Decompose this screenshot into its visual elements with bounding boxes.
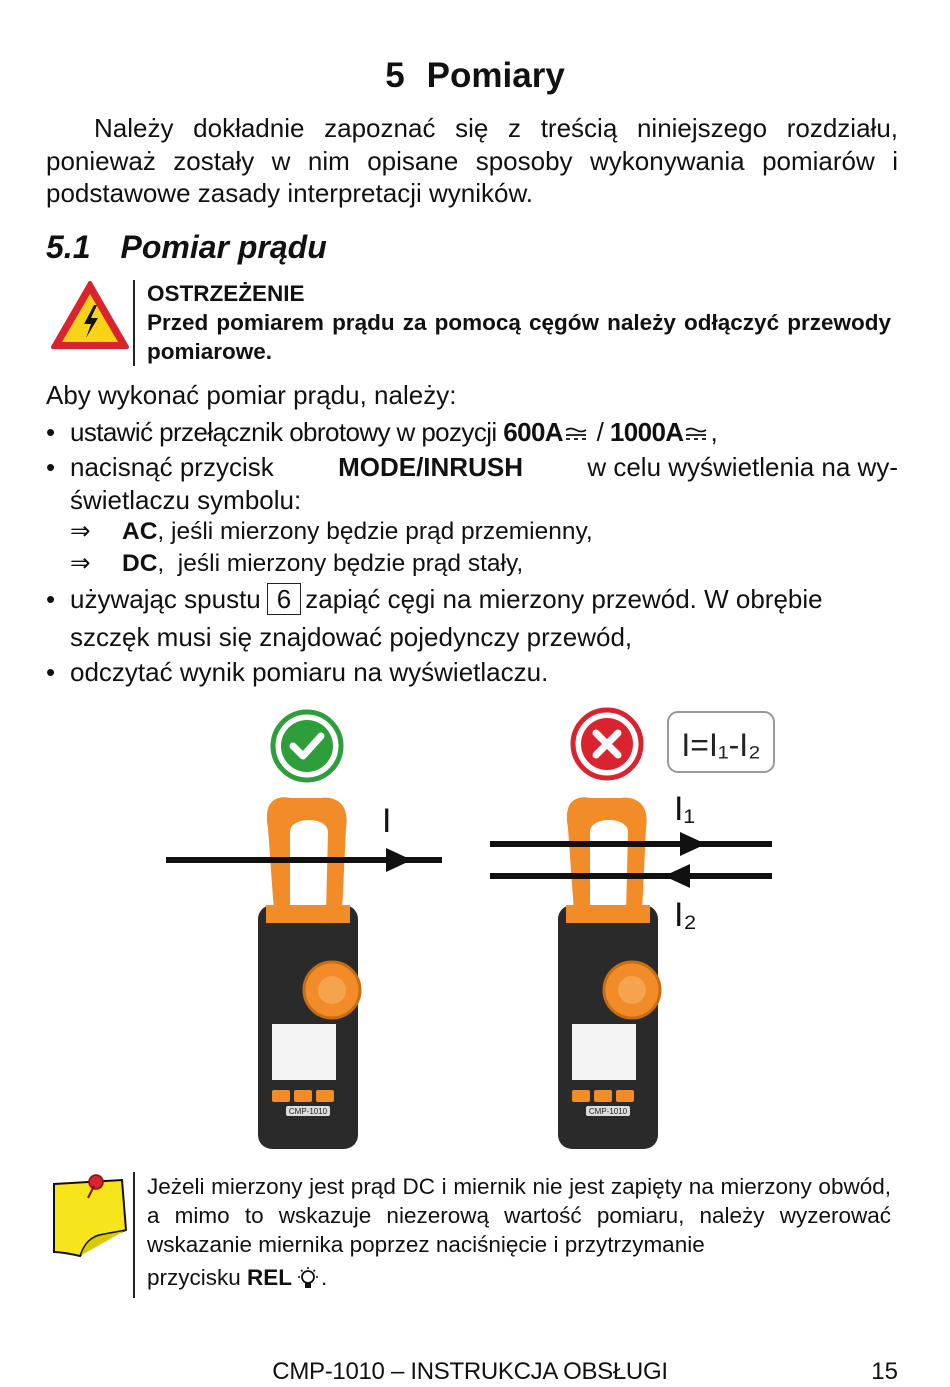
- intro-paragraph-text: Należy dokładnie zapoznać się z treścią …: [46, 113, 898, 208]
- warning-divider: [133, 280, 135, 366]
- dc-label: DC: [122, 550, 158, 577]
- step-text: zapiąć cęgi na mierzony przewód. W obręb…: [305, 584, 823, 614]
- step-text: odczytać wynik pomiaru na wyświetlaczu.: [70, 657, 549, 687]
- check-circle-icon: [270, 709, 344, 783]
- ac-dc-icon: [565, 427, 587, 441]
- section-number: 5.1: [46, 229, 91, 265]
- arrow-icon: ⇒: [70, 550, 91, 577]
- trigger-key-6: 6: [266, 583, 302, 615]
- step-text: w celu wyświetlenia na wy-: [587, 452, 898, 482]
- warning-text: Przed pomiarem prądu za pomocą cęgów nal…: [147, 310, 891, 364]
- current-label: I: [382, 802, 391, 840]
- clamp-meter-incorrect: CMP-1010: [558, 797, 662, 1149]
- chapter-number: 5: [385, 56, 405, 95]
- note-text: .: [321, 1265, 328, 1290]
- current1-label: I₁: [674, 790, 695, 828]
- step-text: ustawić przełącznik obrotowy w pozycji: [70, 417, 497, 447]
- warning-block: OSTRZEŻENIE Przed pomiarem prądu za pomo…: [147, 279, 891, 366]
- note-text: Jeżeli mierzony jest prąd DC i miernik n…: [147, 1174, 891, 1257]
- chapter-title-text: Pomiary: [426, 56, 565, 95]
- pinned-note-icon: [53, 1174, 128, 1258]
- range-separator: /: [596, 417, 604, 447]
- section-title-text: Pomiar prądu: [120, 229, 327, 265]
- step-suffix: ,: [710, 417, 718, 447]
- page-number: 15: [871, 1358, 898, 1385]
- cross-circle-icon: [570, 707, 644, 781]
- note-text: przycisku: [147, 1265, 241, 1290]
- intro-paragraph: Należy dokładnie zapoznać się z treścią …: [46, 112, 898, 210]
- step-text: świetlaczu symbolu:: [70, 485, 302, 515]
- footer-title: CMP-1010 – INSTRUKCJA OBSŁUGI: [272, 1358, 668, 1385]
- clamp-meter-figure: I=I₁-I₂ CMP-1010 I CMP-1010 I₁ I₂: [166, 707, 775, 1149]
- mode-inrush-button-label: MODE/INRUSH: [338, 452, 523, 482]
- range-600a: 600A: [503, 417, 563, 447]
- formula-text: I=I₁-I₂: [681, 727, 760, 763]
- steps-intro: Aby wykonać pomiar prądu, należy:: [46, 380, 457, 410]
- range-1000a: 1000A: [609, 417, 684, 447]
- ac-label: AC: [122, 518, 158, 545]
- arrow-icon: ⇒: [70, 518, 91, 545]
- model-label: CMP-1010: [289, 1107, 328, 1116]
- formula-box: I=I₁-I₂: [667, 711, 775, 773]
- sub-item-text: , jeśli mierzony będzie prąd stały,: [157, 550, 524, 577]
- clamp-meter-correct: CMP-1010: [258, 797, 362, 1149]
- step-text: nacisnąć przycisk: [70, 452, 274, 482]
- current2-label: I₂: [674, 896, 697, 934]
- note-block: Jeżeli mierzony jest prąd DC i miernik n…: [147, 1172, 891, 1292]
- sub-item-ac: ⇒ AC, jeśli mierzony będzie prąd przemien…: [70, 517, 593, 547]
- sub-item-text: , jeśli mierzony będzie prąd przemienny,: [157, 518, 593, 545]
- step-text: szczęk musi się znajdować pojedynczy prz…: [70, 622, 633, 652]
- ac-dc-icon: [685, 427, 707, 441]
- section-title: 5.1 Pomiar prądu: [46, 229, 327, 266]
- sub-item-dc: ⇒ DC, jeśli mierzony będzie prąd stały,: [70, 549, 523, 579]
- note-divider: [133, 1172, 135, 1298]
- high-voltage-warning-icon: [51, 281, 129, 349]
- model-label: CMP-1010: [589, 1107, 628, 1116]
- warning-heading: OSTRZEŻENIE: [147, 281, 305, 306]
- chapter-title: 5 Pomiary: [0, 56, 950, 96]
- light-bulb-icon: [298, 1267, 319, 1289]
- step-text: używając spustu: [70, 584, 261, 614]
- rel-button-label: REL: [247, 1265, 293, 1290]
